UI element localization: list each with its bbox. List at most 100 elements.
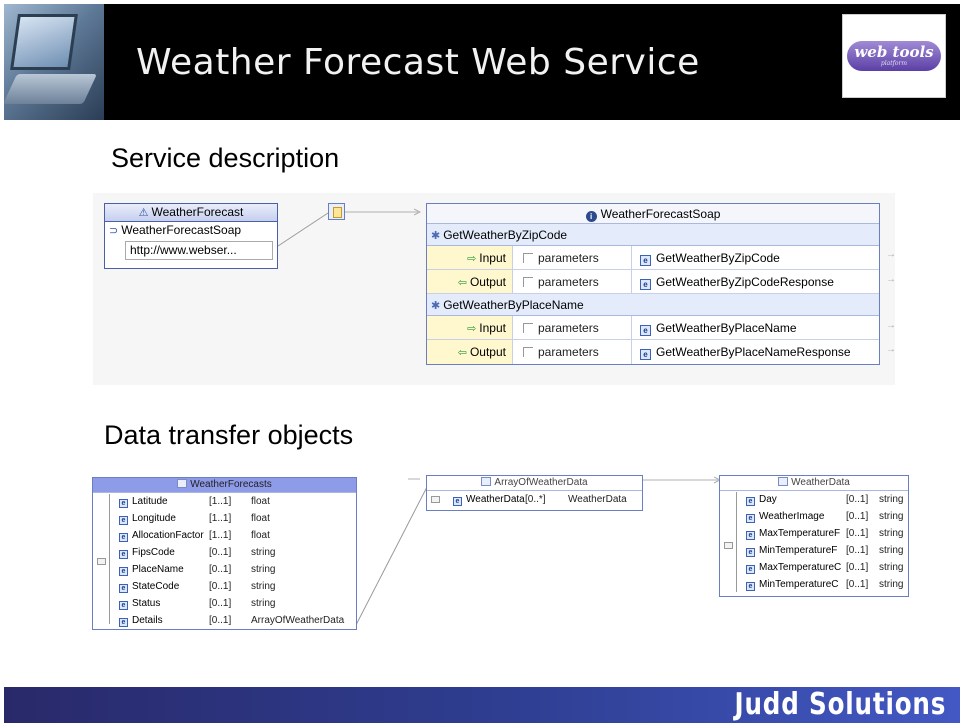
slide-header: Weather Forecast Web Service web tools p… [4, 4, 960, 120]
element-icon: e [119, 567, 128, 576]
output-arrow-icon: → [886, 249, 896, 260]
service-port-name: WeatherForecastSoap [121, 223, 242, 237]
element-icon: e [119, 533, 128, 542]
binding-icon[interactable] [328, 203, 345, 220]
service-port-row[interactable]: ⊃WeatherForecastSoap [105, 222, 277, 240]
field-type: float [251, 513, 270, 524]
field-type: string [251, 598, 276, 609]
message-part: parameters [538, 321, 599, 335]
web-tools-logo: web tools platform [842, 14, 946, 98]
output-arrow-icon: → [886, 274, 896, 285]
operation-row[interactable]: ✱GetWeatherByZipCode [427, 224, 879, 246]
field-name: WeatherData [466, 494, 525, 505]
message-element: GetWeatherByPlaceNameResponse [656, 345, 851, 359]
field-name: PlaceName [132, 564, 184, 575]
dto-title: WeatherData [720, 476, 908, 491]
message-direction: Input [479, 251, 506, 265]
element-icon: e [746, 497, 755, 506]
service-box[interactable]: ⚠WeatherForecast ⊃WeatherForecastSoap ht… [104, 203, 278, 269]
collapse-icon[interactable] [97, 558, 106, 565]
field-cardinality: [0..1] [846, 579, 869, 590]
field-name: Latitude [132, 496, 168, 507]
operation-name: GetWeatherByZipCode [443, 228, 568, 242]
collapse-icon[interactable] [724, 542, 733, 549]
operation-gear-icon: ✱ [431, 300, 441, 312]
collapse-icon[interactable] [431, 496, 440, 503]
field-cardinality: [1..1] [209, 513, 232, 524]
field-name: AllocationFactor [132, 530, 204, 541]
field-name: StateCode [132, 581, 180, 592]
element-icon: e [746, 582, 755, 591]
dto-title-text: WeatherData [791, 477, 850, 488]
field-cardinality: [0..1] [209, 581, 232, 592]
service-address-field[interactable]: http://www.webser... [125, 241, 273, 260]
complex-type-icon [778, 477, 789, 486]
field-type: float [251, 496, 270, 507]
message-direction: Output [469, 345, 506, 359]
port-icon: ⊃ [109, 225, 119, 237]
output-arrow-icon: → [886, 344, 896, 355]
field-name-cell: e StateCode [93, 578, 209, 595]
field-name: Status [132, 598, 161, 609]
element-icon: e [746, 565, 755, 574]
complex-type-icon [481, 477, 492, 486]
part-icon [523, 277, 533, 287]
element-icon: e [640, 279, 651, 290]
slide-title: Weather Forecast Web Service [136, 42, 700, 83]
field-name: FipsCode [132, 547, 175, 558]
output-arrow-icon: ⇦ [457, 277, 467, 289]
element-icon: e [746, 514, 755, 523]
complex-type-icon [177, 479, 188, 488]
field-type: float [251, 530, 270, 541]
operation-row[interactable]: ✱GetWeatherByPlaceName [427, 294, 879, 316]
message-part: parameters [538, 345, 599, 359]
field-name: Longitude [132, 513, 176, 524]
field-type: string [879, 528, 904, 539]
element-icon: e [640, 349, 651, 360]
field-cardinality: [1..1] [209, 496, 232, 507]
field-name: MinTemperatureF [759, 545, 838, 556]
laptop-image [4, 4, 104, 120]
field-cardinality: [0..1] [846, 545, 869, 556]
field-name: MaxTemperatureC [759, 562, 842, 573]
operation-name: GetWeatherByPlaceName [443, 298, 584, 312]
message-direction: Output [469, 275, 506, 289]
message-part: parameters [538, 251, 599, 265]
field-type: string [879, 562, 904, 573]
element-icon: e [119, 584, 128, 593]
field-name-cell: e MaxTemperatureC [720, 559, 846, 576]
port-type-name: WeatherForecastSoap [600, 207, 721, 221]
